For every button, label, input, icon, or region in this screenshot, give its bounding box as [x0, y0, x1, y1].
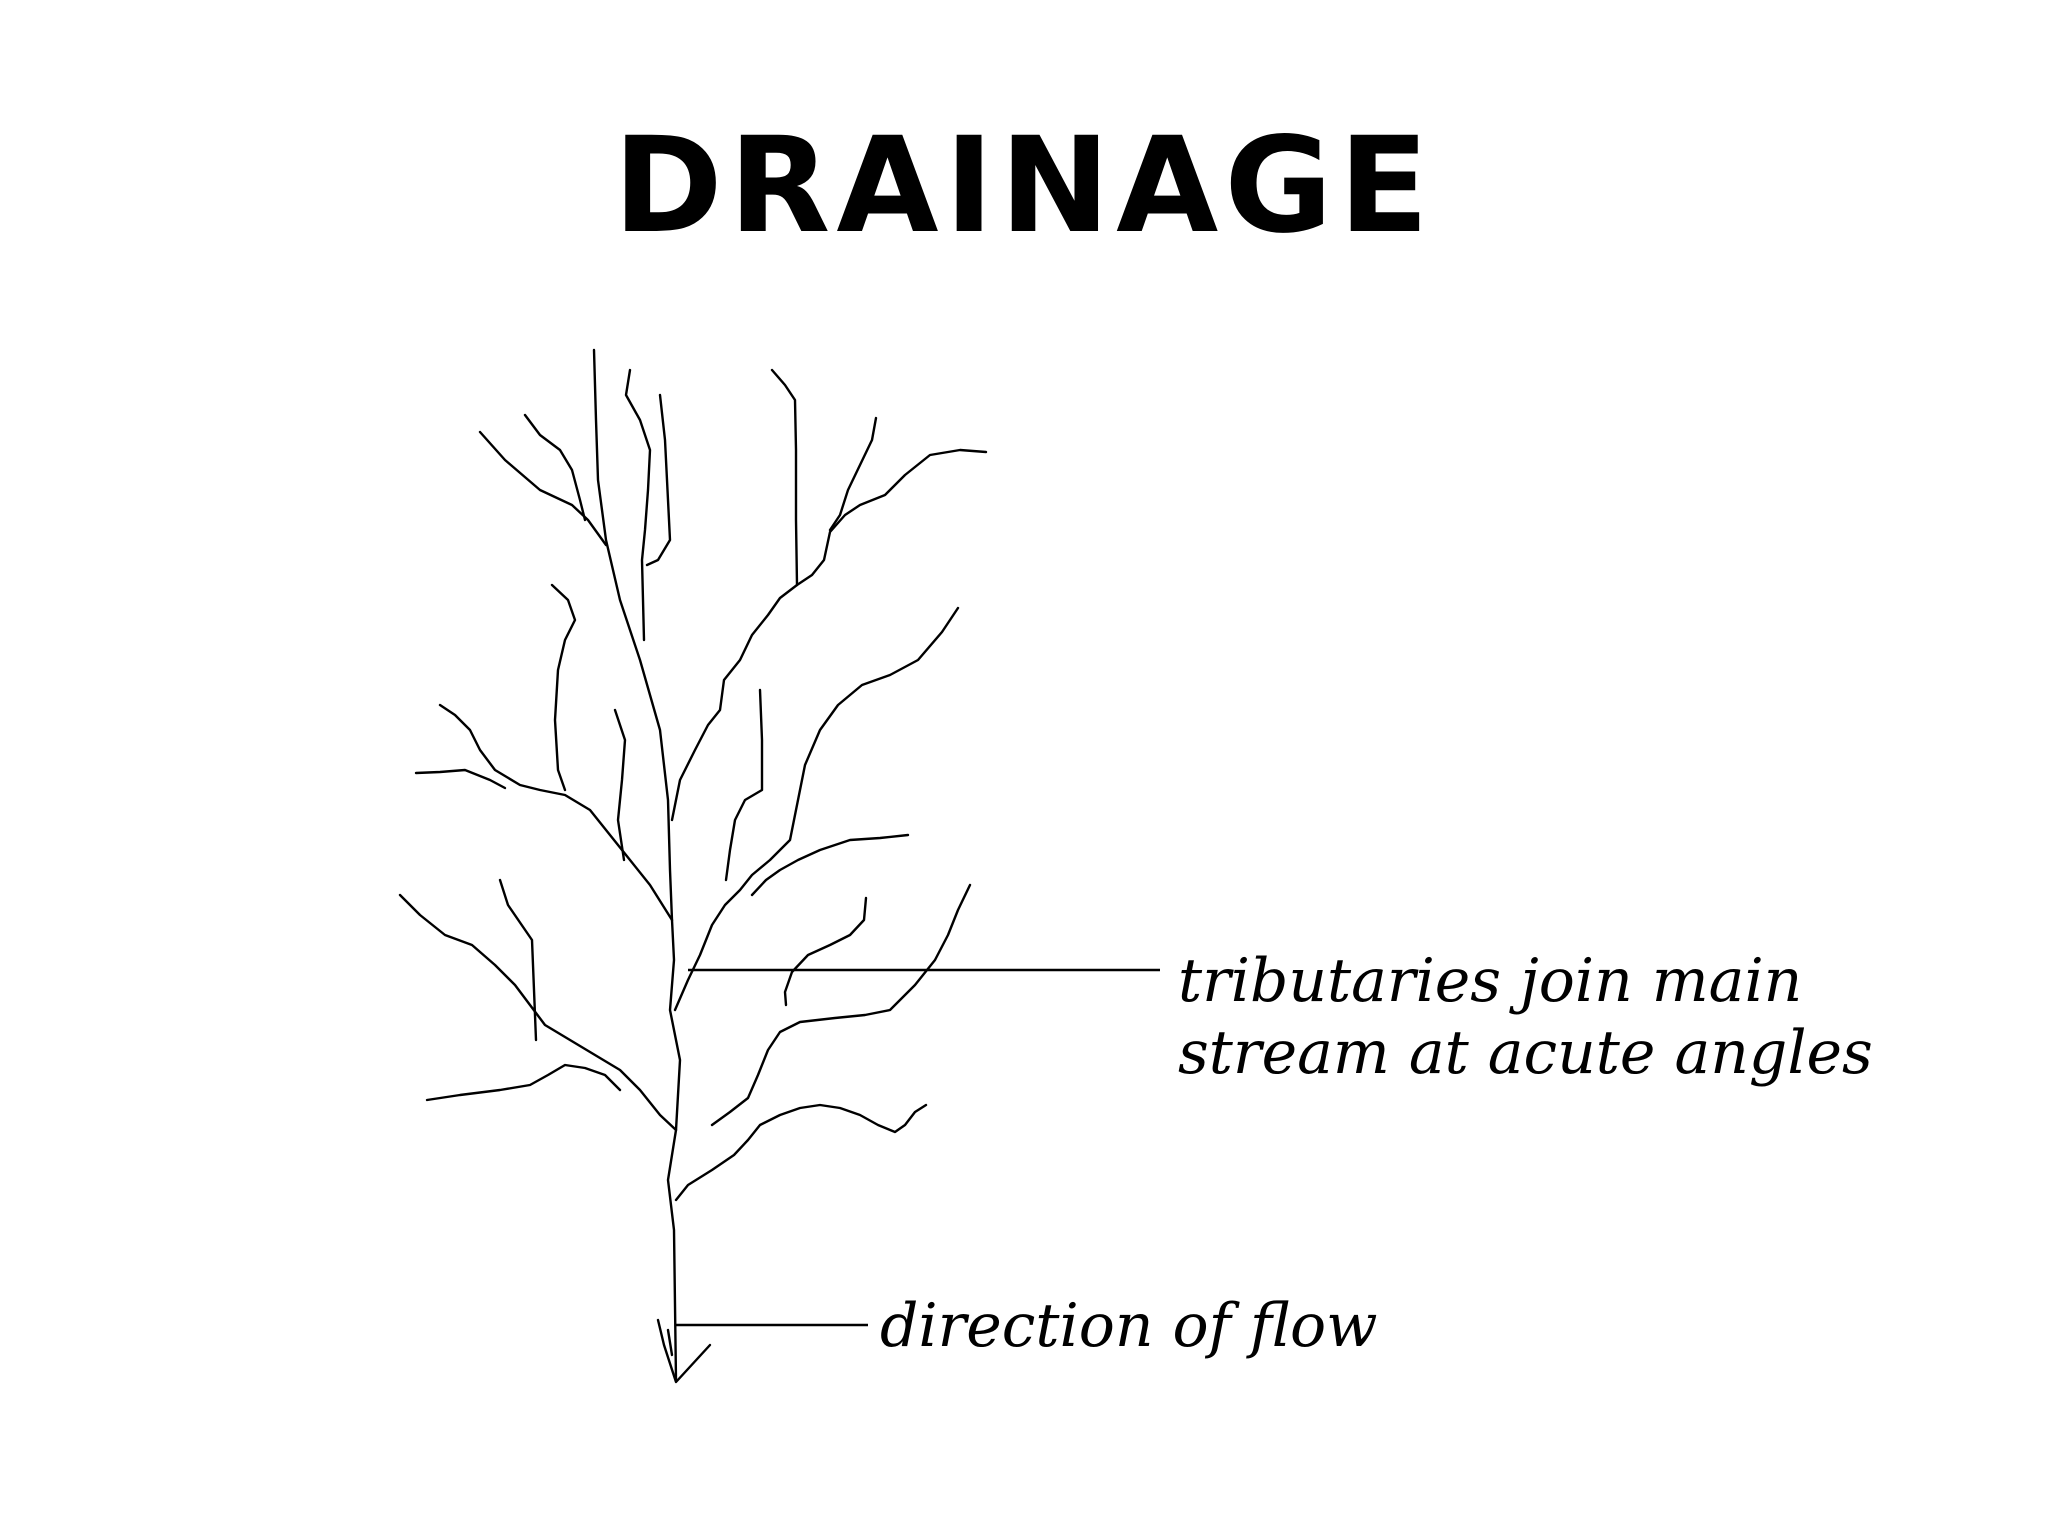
tributary: [624, 368, 652, 642]
flow-label: direction of flow: [880, 1291, 1378, 1361]
arrowhead: [656, 1318, 712, 1384]
tributary: [645, 393, 672, 567]
river-network: [398, 348, 988, 1384]
tributary: [414, 768, 507, 790]
tributary: [398, 893, 678, 1132]
tributary: [674, 1103, 928, 1202]
tributary: [783, 896, 868, 1007]
tributary: [478, 430, 608, 547]
tributaries-label-line1: tributaries join main: [1178, 946, 1803, 1016]
tributaries-label-line2: stream at acute angles: [1178, 1018, 1873, 1088]
slide-title: DRAINAGE: [613, 109, 1435, 263]
arrowhead-inner: [666, 1328, 674, 1357]
tributary: [828, 416, 878, 532]
tributaries-label: tributaries join main stream at acute an…: [1178, 945, 1873, 1089]
tributary: [613, 708, 627, 862]
tributary: [425, 1063, 622, 1102]
tributary: [673, 606, 960, 1012]
main-stream: [592, 348, 682, 1382]
tributary: [770, 368, 799, 587]
tributary: [523, 413, 587, 522]
tributary: [438, 703, 674, 922]
tributary: [550, 583, 577, 792]
tributary: [724, 688, 764, 882]
tributary: [710, 883, 972, 1127]
tributary: [670, 448, 988, 822]
tributary: [498, 878, 538, 1042]
tributary: [750, 833, 910, 897]
